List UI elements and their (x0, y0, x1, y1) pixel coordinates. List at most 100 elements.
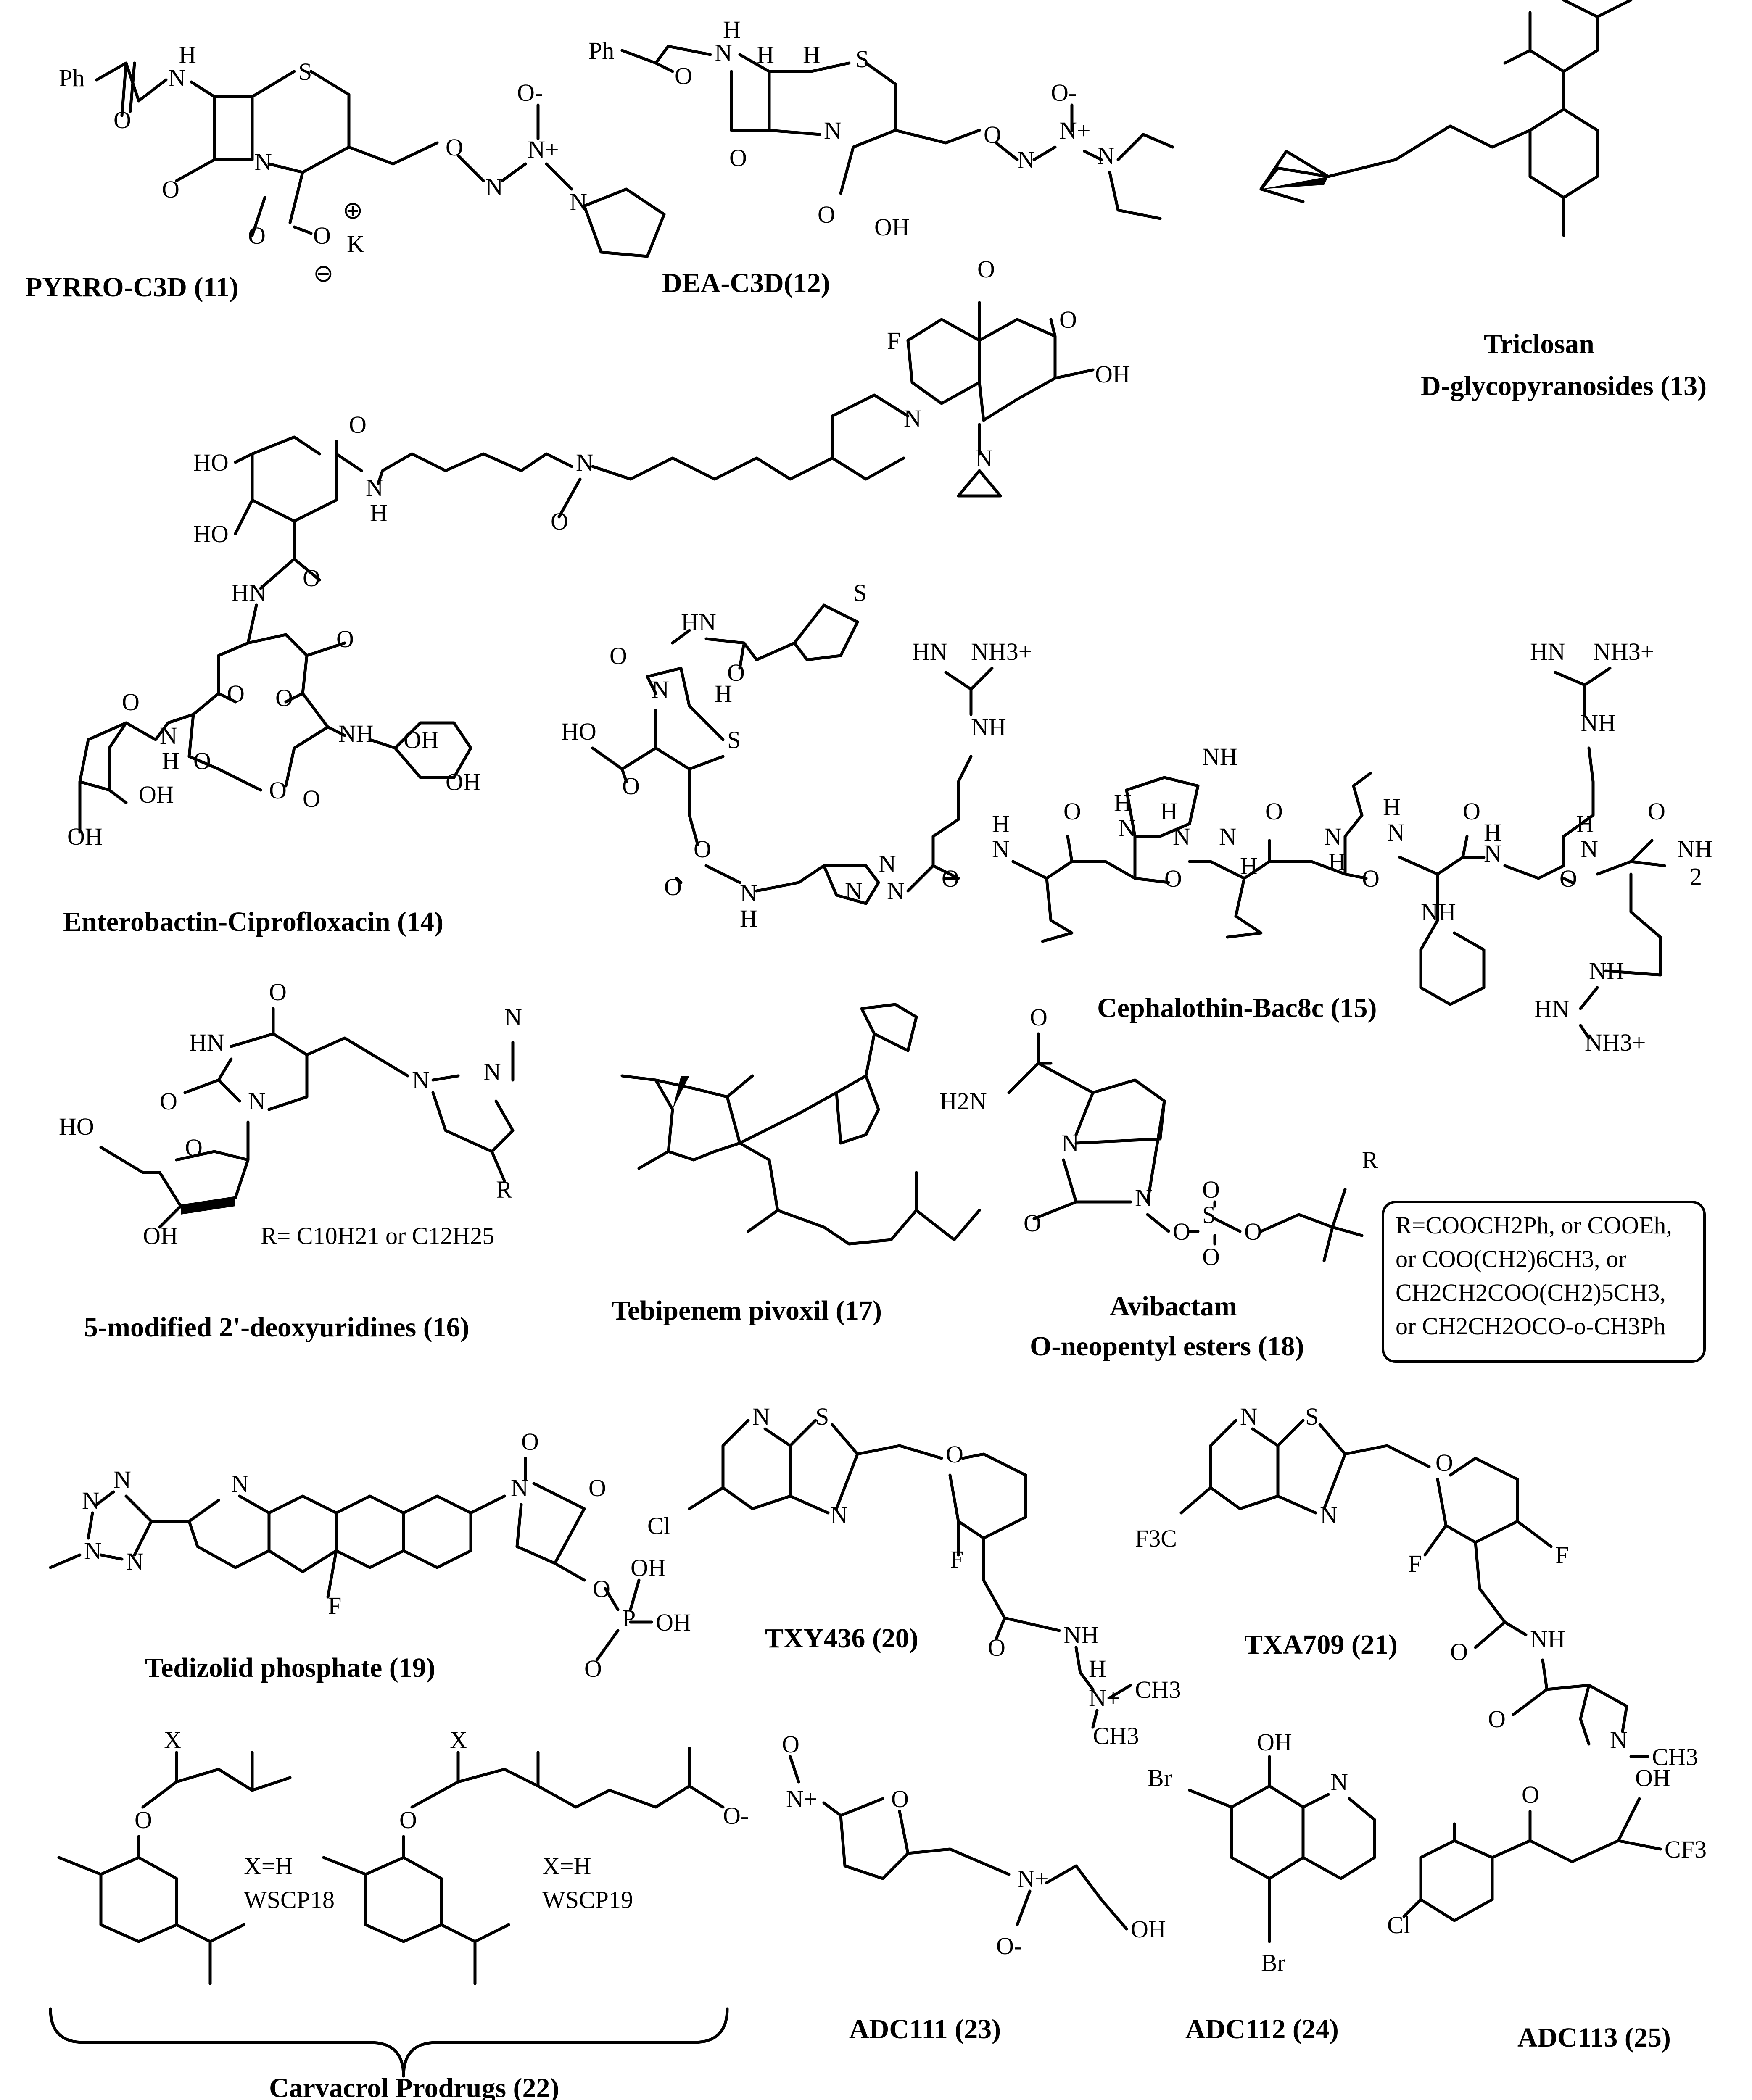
structure-12: Ph H N O H H S O N O OH O N O- N+ N DEA-… (588, 16, 1174, 298)
caption-11: PYRRO-C3D (11) (25, 272, 239, 303)
atom-ph: Ph (59, 64, 84, 92)
atom-ho: HO (561, 718, 596, 745)
atom-o: O (160, 1088, 177, 1115)
atom-2: 2 (1690, 863, 1702, 890)
atom-o: O (1164, 865, 1182, 892)
atom-s: S (815, 1403, 829, 1430)
caption-15: Cephalothin-Bac8c (15) (1097, 993, 1377, 1023)
atom-s: S (855, 45, 869, 73)
atom-oh: OH (1131, 1916, 1166, 1943)
atom-o: O (551, 508, 568, 535)
atom-oh: OH (1095, 361, 1130, 388)
atom-ominus: O- (517, 79, 543, 106)
atom-nh: NH (1202, 743, 1237, 770)
atom-ominus: O- (996, 1932, 1022, 1960)
caption-17: Tebipenem pivoxil (17) (612, 1295, 882, 1326)
atom-n: N (248, 1088, 266, 1115)
atom-n: N (412, 1067, 430, 1094)
atom-ch3: CH3 (1135, 1676, 1181, 1703)
atom-o: O (399, 1806, 417, 1834)
atom-br: Br (1148, 1764, 1172, 1792)
atom-ho: HO (59, 1113, 94, 1140)
atom-o: O (782, 1731, 799, 1758)
atom-o: O (1559, 865, 1577, 892)
caption-13a: Triclosan (1484, 329, 1594, 359)
atom-n: N (254, 148, 272, 176)
atom-n: N (1324, 823, 1342, 850)
atom-n: N (168, 64, 186, 92)
structure-15: O HN O S N H S HO O O O N H N N N HN NH3… (561, 579, 1712, 1056)
atom-h: H (1383, 793, 1401, 821)
atom-f: F (887, 327, 900, 354)
atom-nh: NH (1677, 835, 1712, 863)
atom-oh: OH (1257, 1728, 1292, 1756)
structure-17: Tebipenem pivoxil (17) (612, 1003, 981, 1326)
atom-f: F (1408, 1550, 1422, 1577)
atom-h2n: H2N (939, 1088, 987, 1115)
atom-o: O (275, 684, 293, 711)
atom-o: O (977, 256, 995, 283)
atom-p: P (622, 1605, 636, 1632)
atom-h: H (1160, 798, 1178, 825)
atom-h: H (370, 499, 388, 527)
atom-oh: OH (446, 768, 481, 796)
structure-11: Ph H N O S O N O O ⊕ K ⊖ O N O- N+ N PYR… (25, 41, 666, 303)
atom-o: O (1202, 1243, 1220, 1270)
structure-13: Triclosan D-glycopyranosides (13) (1259, 0, 1707, 401)
atom-n: N (483, 1058, 501, 1086)
atom-n: N (113, 1466, 131, 1493)
atom-n: N (1219, 823, 1237, 850)
atom-ominus: O- (723, 1802, 749, 1829)
atom-o: O (1024, 1209, 1041, 1237)
atom-o: O (610, 642, 627, 669)
atom-o: O (729, 144, 747, 171)
caption-24: ADC112 (24) (1185, 2014, 1339, 2045)
atom-o: O (946, 1441, 963, 1468)
atom-nh3: NH3+ (971, 638, 1032, 665)
atom-nplus: N+ (1017, 1865, 1049, 1892)
caption-25: ADC113 (25) (1517, 2022, 1671, 2053)
atom-nh3: NH3+ (1593, 638, 1654, 665)
structure-25: O OH CF3 Cl ADC113 (25) (1387, 1764, 1707, 2053)
atom-nh: NH (338, 720, 374, 747)
r-box-line-3: CH2CH2COO(CH2)5CH3, (1396, 1279, 1666, 1306)
atom-n: N (1387, 819, 1405, 846)
atom-hn: HN (1530, 638, 1565, 665)
atom-n: N (84, 1537, 102, 1565)
atom-o: O (1173, 1218, 1190, 1245)
atom-oh: OH (139, 781, 174, 808)
atom-o: O (1450, 1638, 1468, 1665)
structure-23: O N+ O- O N+ O- OH ADC111 (23) (723, 1731, 1166, 2045)
r-definition-box (1382, 1201, 1706, 1363)
atom-n: N (1580, 835, 1598, 863)
atom-ch3: CH3 (1652, 1743, 1698, 1771)
atom-n: N (231, 1470, 249, 1497)
atom-hn: HN (1534, 995, 1570, 1022)
atom-n: N (824, 117, 842, 144)
r-box-line-1: R=COOCH2Ph, or COOEh, (1396, 1212, 1672, 1239)
atom-oh: OH (656, 1609, 691, 1636)
structure-21: N S F3C N O F F O NH O N CH3 TXA709 (21) (1135, 1403, 1698, 1771)
caption-18b: O-neopentyl esters (18) (1030, 1331, 1304, 1362)
atom-o: O (1265, 798, 1283, 825)
atom-h: H (162, 747, 179, 775)
atom-cl: Cl (647, 1512, 670, 1539)
atom-o: O (349, 411, 367, 438)
atom-o: O (1063, 798, 1081, 825)
atom-oh: OH (1635, 1764, 1670, 1792)
atom-n: N (715, 39, 732, 66)
note-x22b-1: X=H (542, 1852, 591, 1880)
atom-nplus: N+ (528, 136, 559, 163)
structure-19: N N N N N F N O O O OH P OH O Tedizolid … (49, 1428, 691, 1683)
atom-o: O (1522, 1781, 1539, 1808)
caption-16: 5-modified 2'-deoxyuridines (16) (84, 1312, 470, 1343)
atom-x: X (164, 1726, 182, 1754)
caption-18a: Avibactam (1110, 1291, 1237, 1322)
atom-minus: ⊖ (313, 260, 334, 287)
atom-ominus: O- (1051, 79, 1077, 106)
atom-hn: HN (912, 638, 947, 665)
atom-nh3: NH3+ (1585, 1029, 1646, 1056)
atom-o: O (588, 1474, 606, 1502)
caption-20: TXY436 (20) (765, 1623, 918, 1654)
